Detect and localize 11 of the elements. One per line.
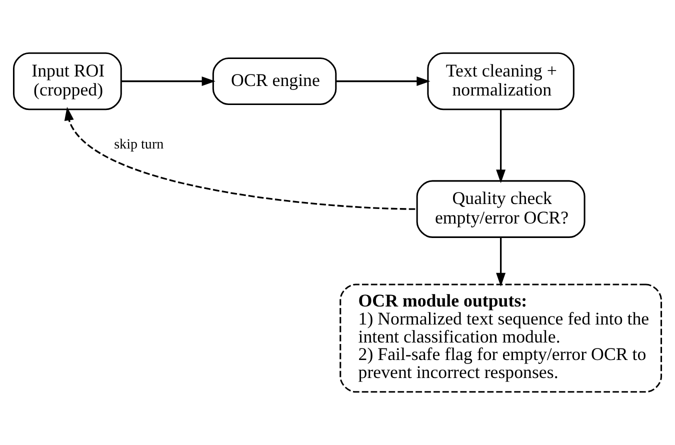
node-box: Text cleaning + normalization	[427, 52, 574, 110]
node-box: OCR module outputs: 1) Normalized text sequence fed into the intent classification module. 2) Fail-safe flag for empty/error OCR to prevent incorrect responses.	[340, 284, 662, 393]
arrow	[336, 76, 430, 86]
edge-label: skip turn	[114, 136, 164, 153]
node-box: Quality check empty/error OCR?	[416, 180, 586, 238]
node-box: Input ROI (cropped)	[12, 52, 122, 110]
node-box: OCR engine	[212, 57, 337, 106]
arrow	[496, 110, 506, 184]
arrow	[64, 106, 416, 210]
arrow	[121, 76, 216, 86]
arrow	[496, 238, 506, 286]
